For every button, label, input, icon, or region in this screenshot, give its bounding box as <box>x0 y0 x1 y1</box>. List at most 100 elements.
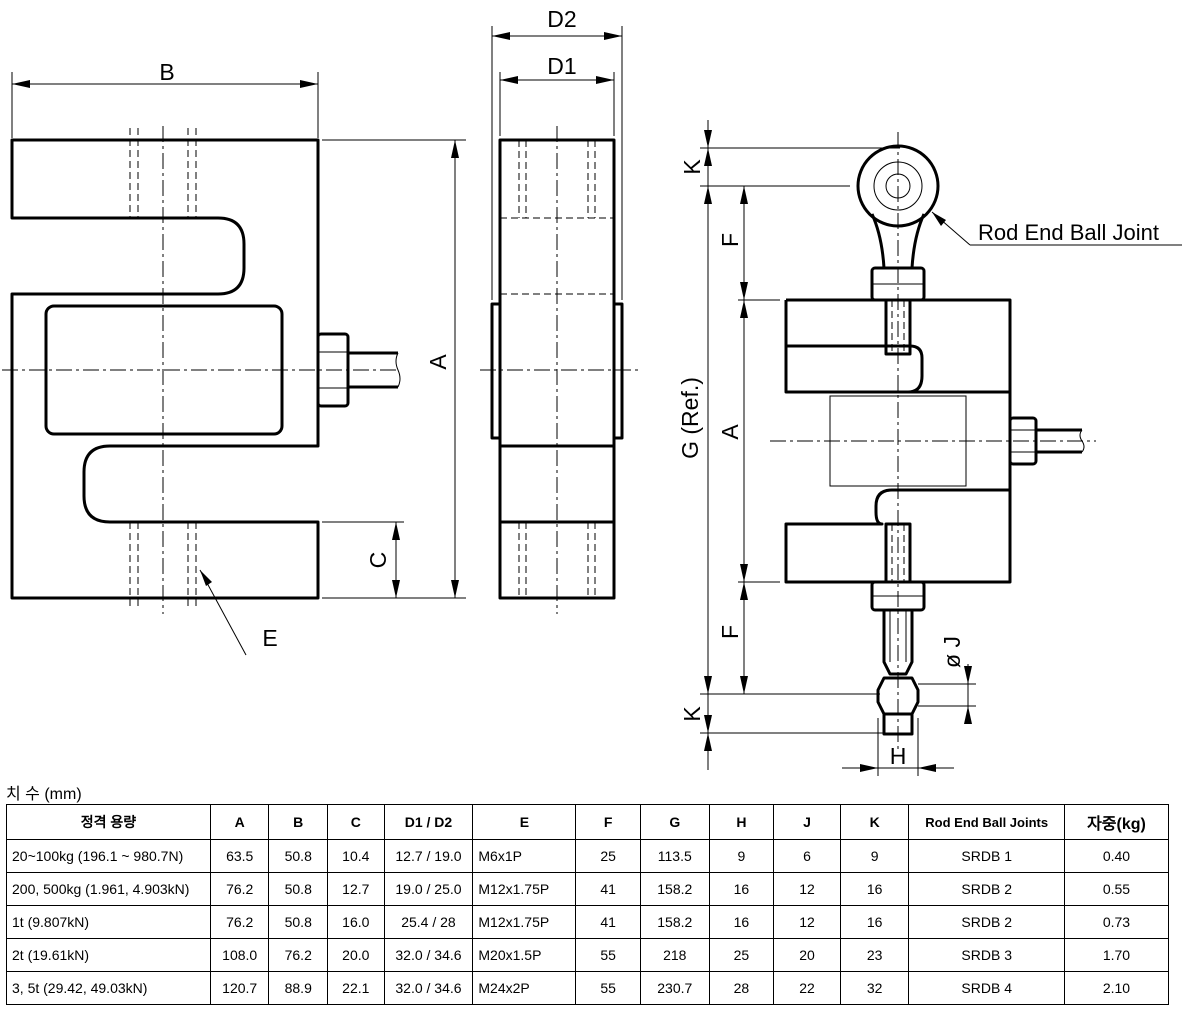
table-cell: 41 <box>575 905 641 939</box>
table-cell: 50.8 <box>268 872 329 906</box>
header-rod-end: Rod End Ball Joints <box>908 804 1065 840</box>
table-cell: 20.0 <box>327 938 385 972</box>
front-view: B A C E <box>2 59 466 656</box>
table-cell: 120.7 <box>209 971 270 1005</box>
table-cell: 9 <box>839 839 910 873</box>
table-cell: 230.7 <box>639 971 710 1005</box>
table-cell: M6x1P <box>472 839 577 873</box>
assembly-s-body <box>784 298 1012 584</box>
table-cell: 41 <box>575 872 641 906</box>
table-cell: 12.7 <box>327 872 385 906</box>
rod-end-ball-joint-label: Rod End Ball Joint <box>978 220 1159 245</box>
table-cell: 158.2 <box>639 872 710 906</box>
table-cell: 63.5 <box>209 839 270 873</box>
table-caption: 치 수 (mm) <box>6 786 82 803</box>
header-E: E <box>472 804 577 840</box>
front-view-outline <box>10 138 320 600</box>
header-B: B <box>268 804 329 840</box>
dim-label-F-bottom: F <box>717 625 743 639</box>
table-cell: 2.10 <box>1063 971 1170 1005</box>
dim-label-J: ø J <box>939 636 965 668</box>
header-F: F <box>575 804 641 840</box>
table-cell: M24x2P <box>472 971 577 1005</box>
technical-drawing: B A C E <box>2 6 1182 776</box>
table-cell: SRDB 3 <box>908 938 1065 972</box>
table-cell: 23 <box>839 938 910 972</box>
table-cell: 1.70 <box>1063 938 1170 972</box>
table-cell: M12x1.75P <box>472 872 577 906</box>
header-H: H <box>708 804 775 840</box>
table-cell: 20 <box>773 938 841 972</box>
table-cell: 88.9 <box>268 971 329 1005</box>
table-cell: SRDB 2 <box>908 905 1065 939</box>
table-cell: 25.4 / 28 <box>383 905 474 939</box>
table-cell: 32.0 / 34.6 <box>383 971 474 1005</box>
table-cell: 22 <box>773 971 841 1005</box>
dim-label-K-top: K <box>679 159 705 175</box>
dim-label-E: E <box>262 625 277 651</box>
table-cell: 32 <box>839 971 910 1005</box>
table-cell: 0.40 <box>1063 839 1170 873</box>
table-cell: 2t (19.61kN) <box>6 938 211 972</box>
dim-label-K-bottom: K <box>679 706 705 722</box>
table-cell: 76.2 <box>268 938 329 972</box>
table-cell: 12 <box>773 905 841 939</box>
dim-label-A-assembly: A <box>717 424 743 440</box>
table-cell: 76.2 <box>209 872 270 906</box>
table-cell: SRDB 2 <box>908 872 1065 906</box>
dim-label-C: C <box>365 552 391 569</box>
table-cell: 12 <box>773 872 841 906</box>
table-cell: 19.0 / 25.0 <box>383 872 474 906</box>
spec-table: 정격 용량 A B C D1 / D2 E F G H J K Rod End … <box>6 804 1170 1005</box>
table-cell: 25 <box>575 839 641 873</box>
table-cell: 9 <box>708 839 775 873</box>
table-cell: 16.0 <box>327 905 385 939</box>
dim-label-F-top: F <box>717 233 743 247</box>
dim-label-D2: D2 <box>547 6 576 32</box>
table-cell: 20~100kg (196.1 ~ 980.7N) <box>6 839 211 873</box>
table-cell: 10.4 <box>327 839 385 873</box>
table-cell: 0.55 <box>1063 872 1170 906</box>
table-cell: 16 <box>708 872 775 906</box>
table-cell: 113.5 <box>639 839 710 873</box>
header-K: K <box>839 804 910 840</box>
table-cell: 1t (9.807kN) <box>6 905 211 939</box>
table-cell: 25 <box>708 938 775 972</box>
table-cell: 76.2 <box>209 905 270 939</box>
table-cell: SRDB 4 <box>908 971 1065 1005</box>
table-header-row: 정격 용량 A B C D1 / D2 E F G H J K Rod End … <box>6 804 1170 840</box>
table-cell: 200, 500kg (1.961, 4.903kN) <box>6 872 211 906</box>
side-view: D1 D2 <box>480 6 640 614</box>
table-cell: 158.2 <box>639 905 710 939</box>
header-C: C <box>327 804 385 840</box>
table-cell: 3, 5t (29.42, 49.03kN) <box>6 971 211 1005</box>
table-cell: 16 <box>708 905 775 939</box>
table-cell: 32.0 / 34.6 <box>383 938 474 972</box>
header-J: J <box>773 804 841 840</box>
table-cell: 108.0 <box>209 938 270 972</box>
header-weight: 자중(kg) <box>1063 804 1170 840</box>
table-cell: M20x1.5P <box>472 938 577 972</box>
header-capacity: 정격 용량 <box>6 804 211 840</box>
dim-label-G: G (Ref.) <box>677 377 703 459</box>
dim-label-A-front: A <box>425 354 451 370</box>
table-cell: 50.8 <box>268 905 329 939</box>
dim-label-D1: D1 <box>547 53 576 79</box>
table-cell: 6 <box>773 839 841 873</box>
table-cell: 55 <box>575 938 641 972</box>
assembly-view: Rod End Ball Joint G (Ref.) K F A F <box>677 120 1182 776</box>
table-cell: 12.7 / 19.0 <box>383 839 474 873</box>
table-cell: 22.1 <box>327 971 385 1005</box>
table-cell: 50.8 <box>268 839 329 873</box>
table-cell: SRDB 1 <box>908 839 1065 873</box>
header-G: G <box>639 804 710 840</box>
table-cell: 218 <box>639 938 710 972</box>
table-cell: 16 <box>839 905 910 939</box>
dim-label-B: B <box>159 59 174 85</box>
